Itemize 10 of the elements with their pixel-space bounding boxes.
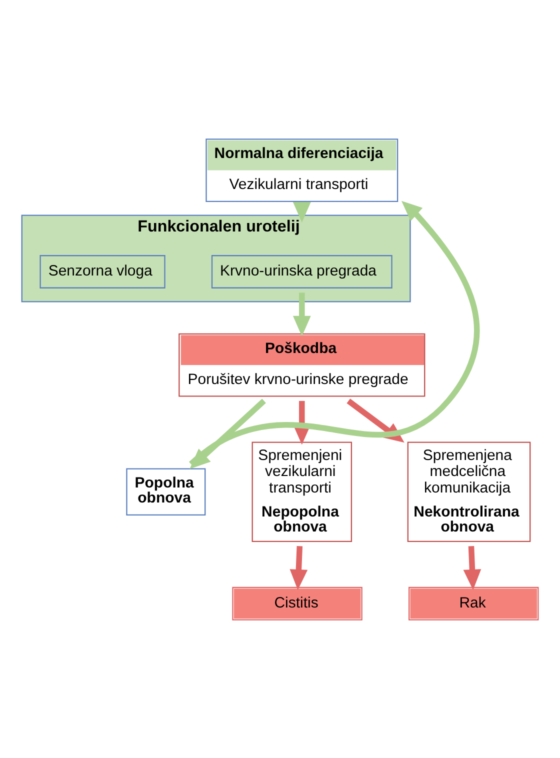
node-box: Senzorna vloga xyxy=(40,254,166,288)
arrow xyxy=(290,546,308,590)
arrow xyxy=(292,202,311,222)
arrow xyxy=(463,546,482,590)
node-box: Spremenjena medcelična komunikacija Nekontrolirana obnova xyxy=(407,441,531,542)
node-box: Spremenjeni vezikularni transporti Nepopolna obnova xyxy=(252,441,352,542)
arrow xyxy=(189,200,480,466)
node-box: Krvno-urinska pregrada xyxy=(211,254,392,288)
node-box: Popolna obnova xyxy=(126,468,206,515)
arrow xyxy=(292,292,311,336)
